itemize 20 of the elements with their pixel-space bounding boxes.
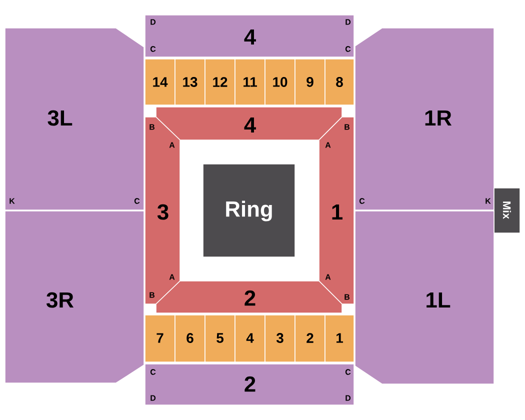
seating-section: 4 bbox=[156, 106, 342, 140]
seating-section: 6 bbox=[174, 314, 206, 362]
seating-section: 8 bbox=[324, 58, 354, 106]
ring: Ring bbox=[202, 164, 296, 258]
seating-section: 1 bbox=[324, 314, 354, 362]
seating-section: 11 bbox=[234, 58, 266, 106]
seating-section: 3R bbox=[4, 210, 144, 384]
seating-section: 13 bbox=[174, 58, 206, 106]
seating-section: 14 bbox=[144, 58, 176, 106]
seating-section: 12 bbox=[204, 58, 236, 106]
seating-section: 3 bbox=[264, 314, 296, 362]
seating-section: 7 bbox=[144, 314, 176, 362]
seating-section: 2 bbox=[294, 314, 326, 362]
seating-section: 5 bbox=[204, 314, 236, 362]
seating-section: 10 bbox=[264, 58, 296, 106]
seating-section: 2 bbox=[156, 280, 342, 314]
seating-section: 9 bbox=[294, 58, 326, 106]
seating-section: 4 bbox=[234, 314, 266, 362]
seating-section: 1L bbox=[354, 210, 494, 384]
mix-position: Mix bbox=[494, 188, 520, 234]
